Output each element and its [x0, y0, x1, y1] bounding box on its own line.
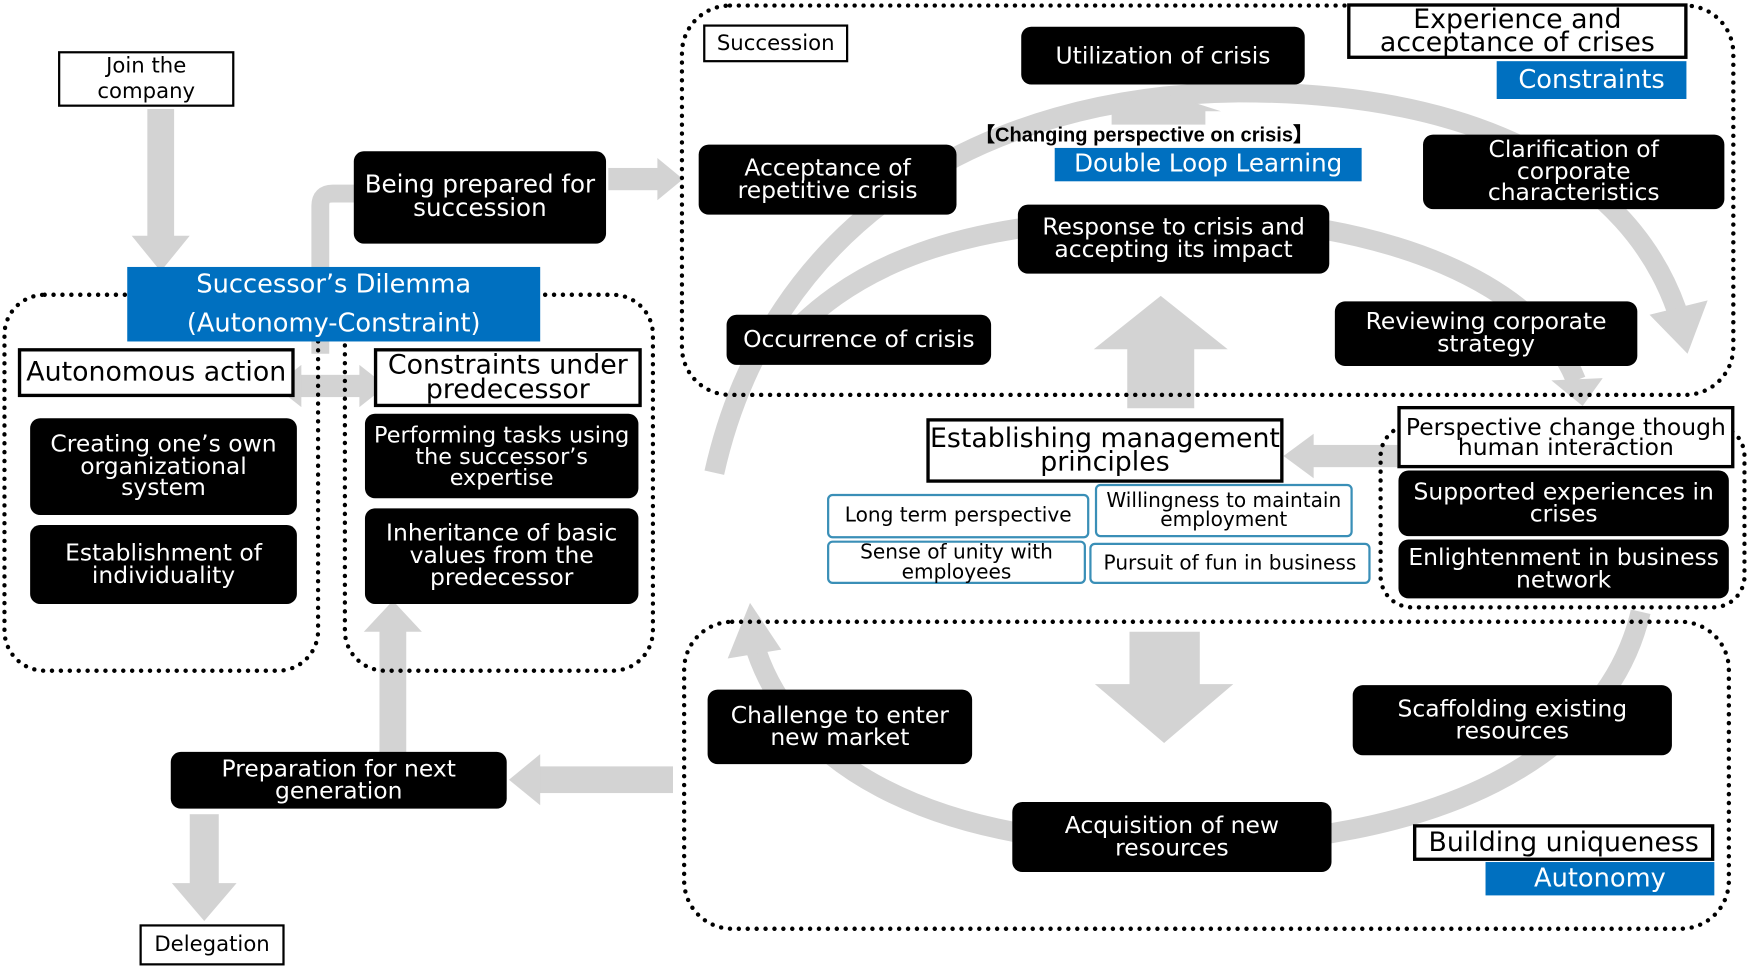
reviewing-strategy-box: Reviewing corporate strategy: [1334, 301, 1638, 366]
preparation-next-generation-box: Preparation for next generation: [170, 751, 507, 809]
principle-fun: Pursuit of fun in business: [1089, 542, 1371, 584]
succession-label: Succession: [703, 24, 849, 63]
constraints-item-expertise: Performing tasks using the successor’s e…: [364, 413, 639, 499]
principle-long-term: Long term perspective: [827, 493, 1090, 539]
scaffolding-resources-box: Scaffolding existing resources: [1352, 685, 1672, 756]
acquisition-resources-box: Acquisition of new resources: [1012, 801, 1332, 873]
outer-cycle-head: [1649, 300, 1708, 354]
principle-employment: Willingness to maintain employment: [1094, 483, 1353, 538]
enlightenment-network-box: Enlightenment in business network: [1398, 539, 1729, 599]
clarification-characteristics-box: Clarification of corporate characteristi…: [1423, 134, 1725, 210]
delegation-box: Delegation: [139, 924, 285, 966]
to-delegation-arrow: [171, 883, 237, 921]
changing-perspective-label: 【Changing perspective on crisis】: [974, 123, 1314, 146]
to-succession-arrow: [657, 157, 684, 201]
uniqueness-group: [681, 619, 1732, 931]
successors-dilemma-box: Successor’s Dilemma (Autonomy-Constraint…: [127, 266, 541, 342]
autonomous-action-header: Autonomous action: [17, 348, 295, 398]
autonomy-tag: Autonomy: [1485, 862, 1715, 896]
to-inheritance-arrow: [363, 600, 422, 632]
lower-cycle-head: [727, 602, 782, 659]
uniqueness-down-arrow: [1094, 631, 1234, 744]
supported-experiences-box: Supported experiences in crises: [1398, 470, 1729, 537]
dilemma-title: Successor’s Dilemma: [196, 270, 472, 300]
perspective-change-header: Perspective change though human interact…: [1397, 405, 1735, 469]
inner-cycle-head: [1551, 378, 1603, 406]
occurrence-of-crisis-box: Occurrence of crisis: [726, 314, 992, 365]
dilemma-subtitle: (Autonomy-Constraint): [186, 308, 481, 338]
response-to-crisis-box: Response to crisis and accepting its imp…: [1017, 204, 1330, 274]
principle-unity: Sense of unity with employees: [827, 540, 1086, 584]
perspective-up-arrow: [1096, 91, 1222, 125]
being-prepared-box: Being prepared for succession: [353, 151, 607, 244]
management-principles-header: Establishing management principles: [926, 418, 1284, 483]
dilemma-right-arrow: [359, 364, 387, 408]
experience-acceptance-header: Experience and acceptance of crises: [1347, 3, 1688, 59]
constraints-header: Constraints under predecessor: [373, 348, 642, 408]
acceptance-repetitive-crisis-box: Acceptance of repetitive crisis: [698, 144, 957, 215]
join-down-arrow: [131, 235, 190, 272]
to-preparation-arrow: [508, 754, 541, 806]
succession-group: [679, 3, 1736, 398]
autonomous-item-organizational-system: Creating one’s own organizational system: [30, 418, 297, 515]
constraints-item-inheritance: Inheritance of basic values from the pre…: [364, 508, 639, 604]
constraints-tag: Constraints: [1496, 61, 1687, 99]
join-company-box: Join the company: [58, 51, 235, 107]
double-loop-learning-tag: Double Loop Learning: [1054, 147, 1362, 182]
utilization-of-crisis-box: Utilization of crisis: [1021, 26, 1305, 85]
challenge-new-market-box: Challenge to enter new market: [707, 689, 973, 765]
autonomous-item-individuality: Establishment of individuality: [30, 525, 297, 604]
to-principles-arrow: [1283, 433, 1314, 479]
principles-up-arrow: [1093, 295, 1228, 409]
building-uniqueness-header: Building uniqueness: [1412, 824, 1715, 861]
